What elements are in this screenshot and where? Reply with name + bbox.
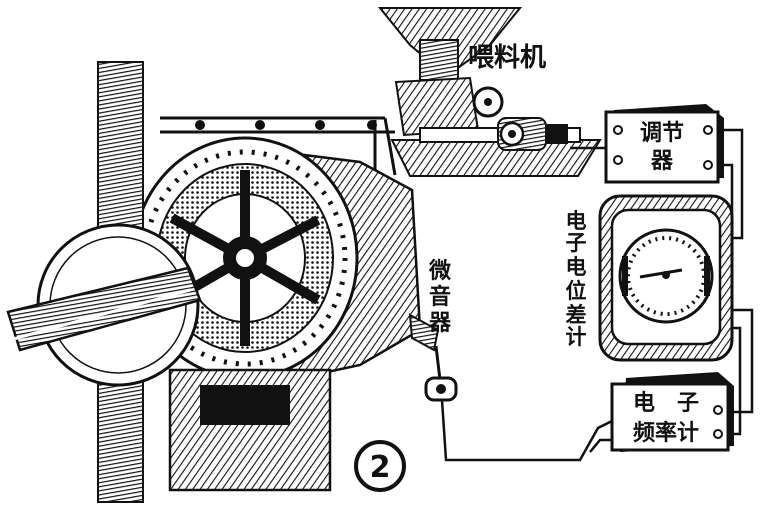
potentiometer-char-1: 电 [566, 209, 587, 233]
frequency-meter-box: 电 子 频率计 [610, 372, 734, 452]
frame-rods [160, 116, 397, 176]
potentiometer-char-4: 位 [566, 279, 587, 303]
potentiometer-char-5: 差 [566, 303, 587, 327]
potentiometer-char-6: 计 [566, 325, 587, 349]
microphone-icon [408, 313, 458, 402]
microphone-char-3: 器 [428, 311, 452, 336]
potentiometer-char-2: 子 [566, 231, 587, 255]
rod-springs [195, 120, 377, 130]
microphone-label: 微 音 器 [428, 258, 452, 336]
frequency-meter-label-line2: 频率计 [633, 420, 699, 446]
frequency-meter-label-line1: 电 子 [633, 391, 699, 416]
feeder-label: 喂料机 [468, 43, 546, 73]
mill-base [168, 368, 332, 492]
regulator-box: 调节 器 [604, 104, 724, 184]
microphone-char-1: 微 [428, 258, 451, 284]
motor-icon [497, 117, 568, 151]
drive-shaft [6, 266, 202, 352]
feeder-platform [390, 127, 602, 177]
hopper-icon [377, 7, 523, 137]
figure-number: 2 [370, 450, 391, 485]
regulator-label-line1: 调节 [640, 121, 684, 146]
dial-icon [618, 228, 714, 324]
potentiometer-box [598, 194, 734, 362]
regulator-label-line2: 器 [650, 149, 674, 174]
potentiometer-label: 电 子 电 位 差 计 [566, 209, 587, 349]
potentiometer-char-3: 电 [566, 255, 587, 279]
microphone-char-2: 音 [429, 284, 451, 310]
figure-number-badge: 2 [354, 440, 406, 492]
